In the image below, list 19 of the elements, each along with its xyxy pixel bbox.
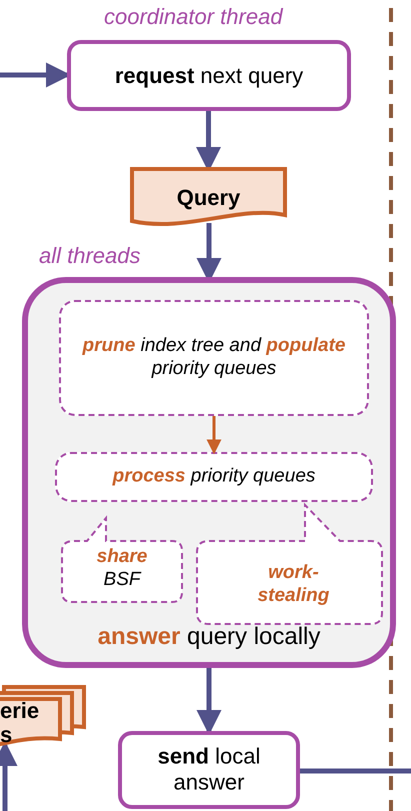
- callout-bubble: [60, 516, 184, 604]
- node-label: Query: [176, 184, 242, 212]
- node-label: send local answer: [156, 744, 262, 796]
- document-shape: [130, 167, 287, 229]
- document-stack: [0, 685, 86, 747]
- node-label: answer query locally: [96, 623, 322, 652]
- section-heading: coordinator thread: [104, 4, 283, 30]
- node-label: work-stealing: [256, 562, 330, 608]
- node-label: process priority queues: [111, 466, 316, 488]
- node-label: prune index tree and populate priority queues: [81, 335, 346, 381]
- step-box: [55, 452, 373, 502]
- node-label: share BSF: [96, 546, 148, 592]
- callout-bubble: [195, 502, 384, 626]
- section-heading: all threads: [39, 243, 141, 269]
- arrow: [206, 416, 222, 454]
- step-box: [59, 300, 369, 416]
- node-label: request next query: [114, 62, 304, 89]
- process-box: [118, 731, 300, 809]
- node-label: erie s: [0, 699, 40, 748]
